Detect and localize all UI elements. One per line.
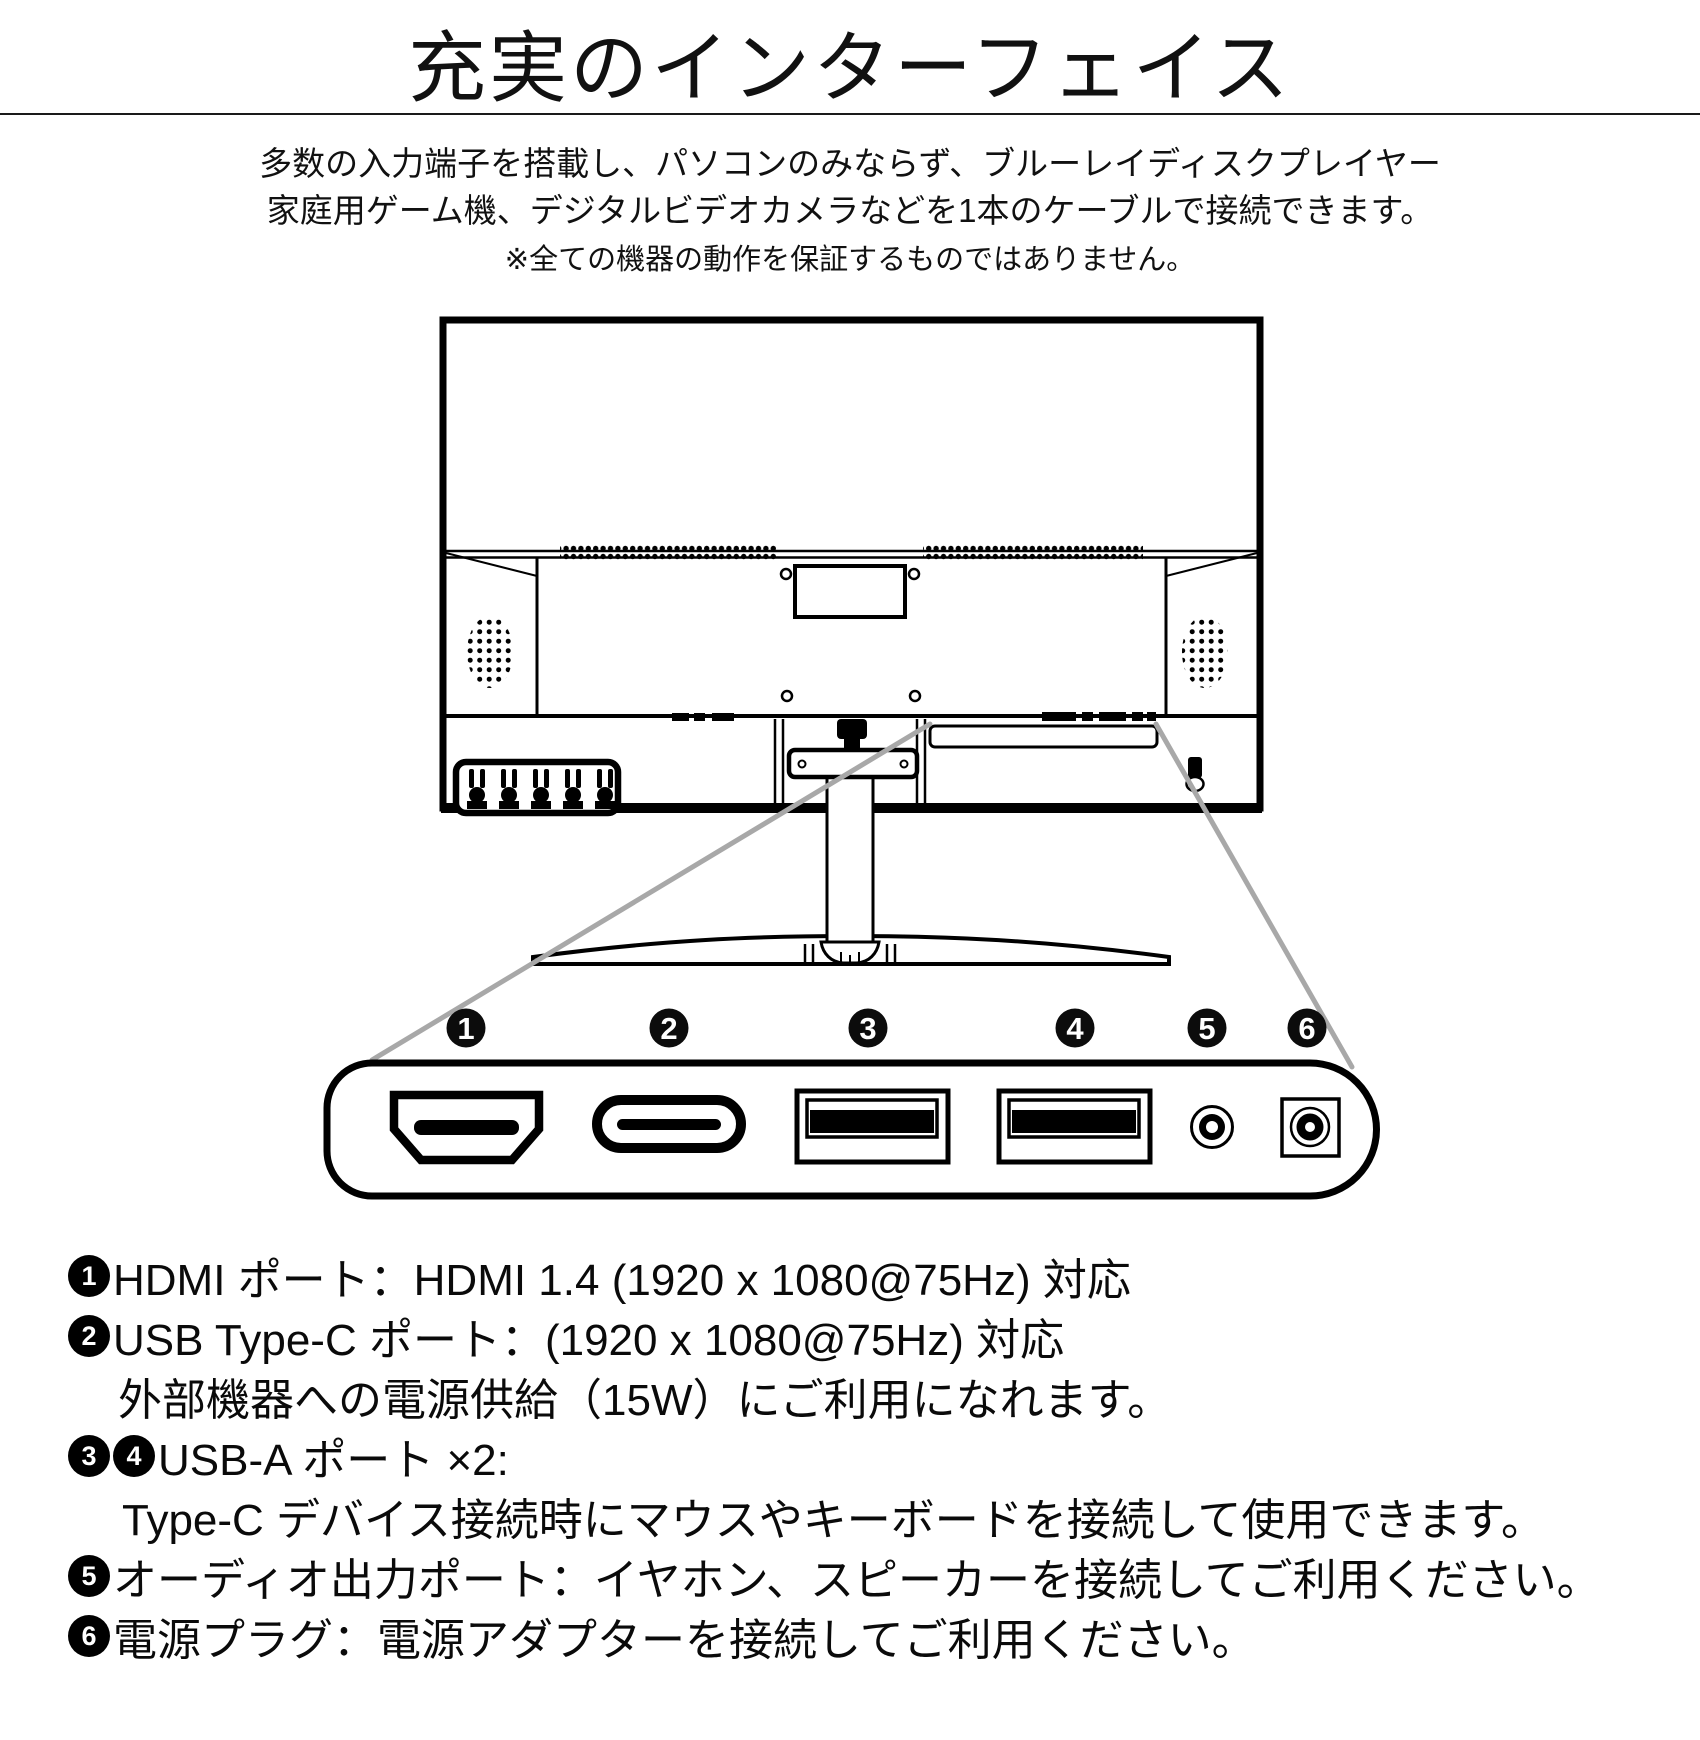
page-title: 充実のインターフェイス bbox=[408, 24, 1292, 112]
intro-line-1: 多数の入力端子を搭載し、パソコンのみならず、ブルーレイディスクプレイヤー bbox=[259, 145, 1441, 182]
callout-label-3: 3 bbox=[859, 1011, 876, 1046]
legend-item-power: 6 電源プラグ：電源アダプターを接続してご利用ください。 bbox=[68, 1606, 1668, 1666]
dc-power-port-icon bbox=[1280, 1097, 1341, 1158]
legend-item-usb-a-note: Type-C デバイス接続時にマウスやキーボードを接続して使用できます。 bbox=[68, 1486, 1668, 1546]
monitor-stand bbox=[531, 719, 1171, 966]
usb-a-port-icon-2 bbox=[996, 1088, 1153, 1165]
bracket-screw bbox=[797, 759, 807, 769]
screw-hole bbox=[907, 567, 921, 581]
legend-text: Type-C デバイス接続時にマウスやキーボードを接続して使用できます。 bbox=[122, 1496, 1546, 1545]
vent-strip-left bbox=[560, 545, 778, 562]
screw-hole bbox=[779, 567, 793, 581]
callout-label-2: 2 bbox=[660, 1011, 677, 1046]
disclaimer-note: ※全ての機器の動作を保証するものではありません。 bbox=[504, 244, 1196, 276]
legend-item-hdmi: 1 HDMI ポート：HDMI 1.4 (1920 x 1080@75Hz) 対… bbox=[68, 1246, 1668, 1306]
legend-bullet-5: 5 bbox=[68, 1555, 110, 1597]
callout-circle-2 bbox=[649, 1008, 689, 1048]
power-button bbox=[1188, 757, 1202, 778]
osd-buttons bbox=[672, 713, 734, 721]
title-divider bbox=[0, 113, 1700, 115]
legend-text: 外部機器への電源供給（15W）にご利用になれます。 bbox=[118, 1376, 1172, 1425]
port-legend: 1 HDMI ポート：HDMI 1.4 (1920 x 1080@75Hz) 対… bbox=[68, 1246, 1668, 1666]
callout-circle-4 bbox=[1055, 1008, 1095, 1048]
stand-hinge-pin bbox=[844, 737, 860, 750]
stand-column bbox=[825, 768, 875, 944]
callout-label-6: 6 bbox=[1298, 1011, 1315, 1046]
right-corner-slant bbox=[1165, 552, 1258, 577]
legend-bullet-4: 4 bbox=[113, 1435, 155, 1477]
callout-label-1: 1 bbox=[457, 1011, 474, 1046]
callout-circle-3 bbox=[848, 1008, 888, 1048]
legend-text: 電源プラグ：電源アダプターを接続してご利用ください。 bbox=[113, 1616, 1256, 1665]
legend-item-audio: 5 オーディオ出力ポート：イヤホン、スピーカーを接続してご利用ください。 bbox=[68, 1546, 1668, 1606]
pin-icons bbox=[467, 769, 615, 809]
legend-bullet-3: 3 bbox=[68, 1435, 110, 1477]
legend-bullet-1: 1 bbox=[68, 1255, 110, 1297]
zoom-line-right bbox=[1153, 721, 1355, 1070]
legend-item-usb-a: 3 4 USB-A ポート ×2: bbox=[68, 1426, 1668, 1486]
legend-bullet-2: 2 bbox=[68, 1315, 110, 1357]
intro-line-2: 家庭用ゲーム機、デジタルビデオカメラなどを1本のケーブルで接続できます。 bbox=[266, 192, 1434, 229]
vent-strip-right bbox=[923, 545, 1143, 562]
callout-circle-1 bbox=[446, 1008, 486, 1048]
callout-circle-6 bbox=[1287, 1008, 1327, 1048]
rear-port-strip bbox=[1042, 712, 1156, 721]
audio-out-port-icon bbox=[1190, 1105, 1234, 1149]
legend-item-usb-c-note: 外部機器への電源供給（15W）にご利用になれます。 bbox=[68, 1366, 1668, 1426]
intro-paragraph: 多数の入力端子を搭載し、パソコンのみならず、ブルーレイディスクプレイヤー 家庭用… bbox=[0, 140, 1700, 234]
screw-hole bbox=[780, 689, 794, 703]
callout-label-5: 5 bbox=[1198, 1011, 1215, 1046]
legend-item-usb-c: 2 USB Type-C ポート：(1920 x 1080@75Hz) 対応 bbox=[68, 1306, 1668, 1366]
usb-a-port-icon-1 bbox=[794, 1088, 951, 1165]
monitor-back bbox=[439, 316, 1264, 817]
legend-bullet-6: 6 bbox=[68, 1615, 110, 1657]
left-corner-slant bbox=[445, 552, 538, 577]
port-panel bbox=[323, 1059, 1380, 1200]
hdmi-port-icon bbox=[389, 1090, 544, 1165]
legend-text: USB Type-C ポート：(1920 x 1080@75Hz) 対応 bbox=[113, 1316, 1065, 1365]
cable-pin-block bbox=[452, 758, 622, 817]
usb-c-port-icon bbox=[592, 1095, 746, 1153]
stand-foot bbox=[819, 940, 881, 965]
screw-hole bbox=[908, 689, 922, 703]
port-recess bbox=[928, 724, 1159, 749]
callout-circle-5 bbox=[1187, 1008, 1227, 1048]
legend-text: USB-A ポート ×2: bbox=[158, 1436, 509, 1485]
legend-text: オーディオ出力ポート：イヤホン、スピーカーを接続してご利用ください。 bbox=[113, 1556, 1601, 1605]
bracket-screw bbox=[899, 759, 909, 769]
vesa-mount-plate bbox=[793, 564, 907, 619]
speaker-grille-left bbox=[467, 616, 513, 688]
legend-text: HDMI ポート：HDMI 1.4 (1920 x 1080@75Hz) 対応 bbox=[113, 1256, 1131, 1305]
callout-numbers: 1 2 3 4 5 6 bbox=[446, 1008, 1327, 1048]
speaker-grille-right bbox=[1182, 616, 1228, 688]
zoom-line-left bbox=[369, 721, 933, 1063]
stand-hinge bbox=[837, 719, 867, 739]
callout-label-4: 4 bbox=[1066, 1011, 1084, 1046]
